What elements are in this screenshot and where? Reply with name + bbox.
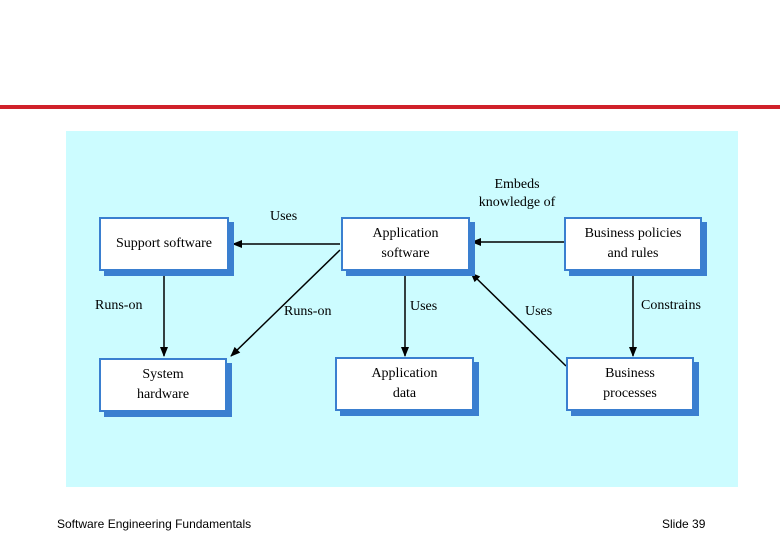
node-business-policies-label: Business policies and rules xyxy=(584,226,682,261)
edge-label-constrains: Constrains xyxy=(641,298,701,313)
node-business-policies: Business policies and rules xyxy=(564,217,702,271)
edge-label-embeds-knowledge: Embeds knowledge of xyxy=(478,177,556,210)
footer-slide-number: Slide 39 xyxy=(662,517,706,531)
header-rule xyxy=(0,105,780,109)
node-support-software: Support software xyxy=(99,217,229,271)
node-application-software-label: Application software xyxy=(372,226,439,261)
edge-uses-processes xyxy=(470,272,567,367)
edge-label-runs-on-support: Runs-on xyxy=(95,298,143,313)
node-application-data: Application data xyxy=(335,357,474,411)
edge-runs-on-app xyxy=(230,249,341,357)
node-business-processes-label: Business processes xyxy=(603,366,657,401)
edge-label-uses-support: Uses xyxy=(270,209,298,224)
edge-label-runs-on-app: Runs-on xyxy=(284,304,332,319)
footer-course-title: Software Engineering Fundamentals xyxy=(57,517,252,531)
diagram-panel xyxy=(66,131,738,487)
node-support-software-label: Support software xyxy=(115,236,213,251)
node-business-processes: Business processes xyxy=(566,357,694,411)
node-application-data-label: Application data xyxy=(371,366,438,401)
edge-label-uses-processes: Uses xyxy=(525,304,553,319)
edge-label-uses-data: Uses xyxy=(410,299,438,314)
node-application-software: Application software xyxy=(341,217,470,271)
node-system-hardware: System hardware xyxy=(99,358,227,412)
node-system-hardware-label: System hardware xyxy=(136,367,190,402)
